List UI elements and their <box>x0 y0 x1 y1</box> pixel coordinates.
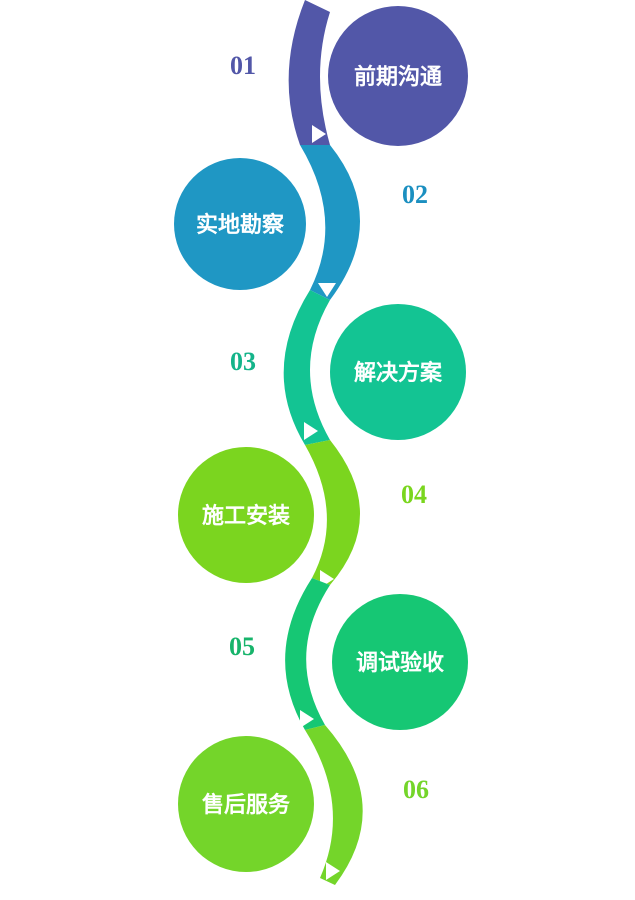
step-06: 售后服务 06 <box>178 725 429 885</box>
step-circle <box>178 736 314 872</box>
curve-segment-06 <box>305 725 363 885</box>
triangle-arrow-icon <box>304 422 318 440</box>
step-label: 调试验收 <box>356 650 444 676</box>
step-01: 前期沟通 01 <box>230 0 468 146</box>
step-circle <box>178 447 314 583</box>
step-circle <box>328 6 468 146</box>
step-number: 06 <box>403 775 429 804</box>
step-05: 调试验收 05 <box>229 578 468 730</box>
curve-segment-03 <box>283 290 330 445</box>
step-label: 解决方案 <box>354 360 443 386</box>
step-label: 售后服务 <box>202 792 291 818</box>
step-number: 03 <box>230 347 256 376</box>
step-circle <box>332 594 468 730</box>
step-label: 施工安装 <box>202 503 290 529</box>
curve-segment-04 <box>305 440 360 585</box>
triangle-arrow-icon <box>318 283 336 297</box>
curve-segment-02 <box>300 145 360 300</box>
step-04: 施工安装 04 <box>178 440 427 588</box>
step-label: 前期沟通 <box>354 64 442 90</box>
step-number: 05 <box>229 632 255 661</box>
step-number: 02 <box>402 180 428 209</box>
curve-segment-05 <box>285 578 330 730</box>
step-03: 解决方案 03 <box>230 290 466 445</box>
step-circle <box>330 304 466 440</box>
curve-segment-01 <box>288 0 330 145</box>
step-number: 04 <box>401 480 427 509</box>
step-02: 实地勘察 02 <box>174 145 428 300</box>
step-circle <box>174 158 306 290</box>
triangle-arrow-icon <box>326 862 340 880</box>
step-number: 01 <box>230 51 256 80</box>
step-label: 实地勘察 <box>196 212 285 238</box>
triangle-arrow-icon <box>312 125 326 143</box>
triangle-arrow-icon <box>300 710 314 728</box>
